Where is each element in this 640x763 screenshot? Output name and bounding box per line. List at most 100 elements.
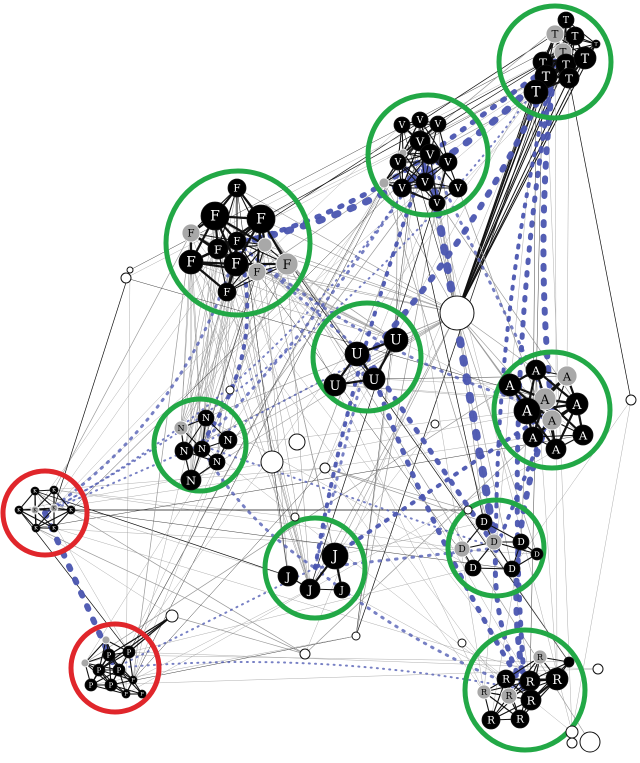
link-T-U (364, 59, 558, 360)
cross-edge (190, 232, 311, 590)
faint-edge (132, 439, 229, 681)
node-label-V: V (415, 135, 425, 149)
node-N-0 (173, 420, 189, 436)
node-R-2 (496, 669, 516, 689)
node-label-P: P (131, 678, 135, 684)
faint-edge (171, 615, 306, 655)
faint-edge (84, 567, 474, 664)
node-K-1 (49, 485, 59, 495)
faint-edge (535, 369, 558, 680)
faint-edge (324, 467, 485, 693)
node-label-T: T (565, 72, 573, 86)
node-label-P: P (107, 652, 112, 660)
node-D-2 (485, 533, 503, 551)
node-label-A: A (578, 429, 588, 443)
link-V-K (44, 154, 429, 514)
node-F-10 (247, 262, 267, 282)
link-D-R (492, 545, 528, 693)
node-label-T: T (562, 58, 570, 72)
node-P-6 (84, 678, 98, 692)
node-F-2 (246, 204, 276, 234)
node-label-U: U (330, 378, 341, 393)
node-label-A: A (562, 370, 572, 384)
faint-edge (34, 490, 289, 577)
hub-edge (456, 43, 597, 314)
link-T-R (514, 59, 558, 693)
node-label-P: P (117, 667, 122, 675)
node-T-3 (591, 39, 601, 49)
hub-edge (334, 312, 458, 557)
node-A-9 (572, 424, 594, 446)
hub-edge (264, 244, 458, 314)
node-F-1 (200, 201, 230, 231)
faint-edge (70, 153, 431, 511)
node-T-2 (565, 26, 585, 46)
node-T-1 (545, 24, 565, 44)
node-label-A: A (504, 378, 515, 393)
hub-node-5 (165, 609, 179, 623)
node-label-A: A (528, 431, 538, 445)
node-label-J: J (307, 583, 313, 597)
faint-edge (53, 63, 567, 509)
cross-edge (256, 271, 397, 341)
node-F-9 (275, 252, 299, 276)
community-circle-A (491, 349, 613, 471)
node-F-11 (217, 282, 237, 302)
node-label-R: R (526, 675, 535, 689)
node-label-P: P (140, 692, 144, 698)
node-label-T: T (560, 47, 567, 59)
node-P-10 (137, 689, 147, 699)
cross-edge (190, 248, 219, 481)
faint-edge (554, 33, 558, 680)
cross-edge (217, 248, 311, 590)
hub-node-8 (299, 648, 311, 660)
node-V-2 (429, 115, 447, 133)
node-K-0 (30, 486, 40, 496)
node-label-J: J (330, 549, 338, 565)
faint-edge (216, 181, 426, 463)
faint-edge (53, 269, 131, 509)
node-label-R: R (552, 672, 562, 687)
faint-edge (571, 399, 632, 733)
node-label-F: F (210, 209, 220, 225)
intra-edge (34, 489, 55, 511)
node-label-F: F (187, 228, 194, 240)
faint-edge (70, 509, 513, 570)
link-U-J (313, 355, 369, 570)
faint-edge (236, 187, 289, 577)
node-N-5 (208, 453, 226, 471)
node-D-4 (530, 547, 544, 561)
node-V-1 (411, 111, 429, 129)
node-label-V: V (443, 157, 452, 169)
hub-edge (236, 187, 458, 314)
node-P-5 (112, 663, 126, 677)
node-K-6 (31, 523, 41, 533)
faint-edge (256, 271, 474, 569)
faint-edge (84, 384, 511, 664)
hub-edge (256, 271, 458, 314)
node-A-7 (522, 426, 544, 448)
node-N-3 (193, 440, 211, 458)
node-D-3 (512, 533, 530, 551)
node-label-V: V (420, 177, 429, 189)
intra-edge (35, 507, 55, 529)
node-label-P: P (89, 682, 94, 690)
node-U-1 (383, 327, 409, 353)
faint-edge (190, 261, 510, 697)
faint-edge (260, 218, 531, 682)
community-circle-V (365, 92, 491, 218)
node-label-K: K (52, 526, 56, 532)
node-label-V: V (453, 183, 462, 195)
node-label-N: N (177, 424, 184, 433)
node-label-A: A (571, 397, 582, 412)
node-V-9 (392, 178, 412, 198)
node-K-3 (14, 505, 24, 515)
faint-edge (397, 161, 485, 693)
node-label-U: U (390, 333, 402, 349)
hub-edge (456, 91, 537, 314)
faint-edge (324, 467, 485, 523)
node-F-4 (227, 231, 247, 251)
faint-edge (205, 417, 474, 569)
